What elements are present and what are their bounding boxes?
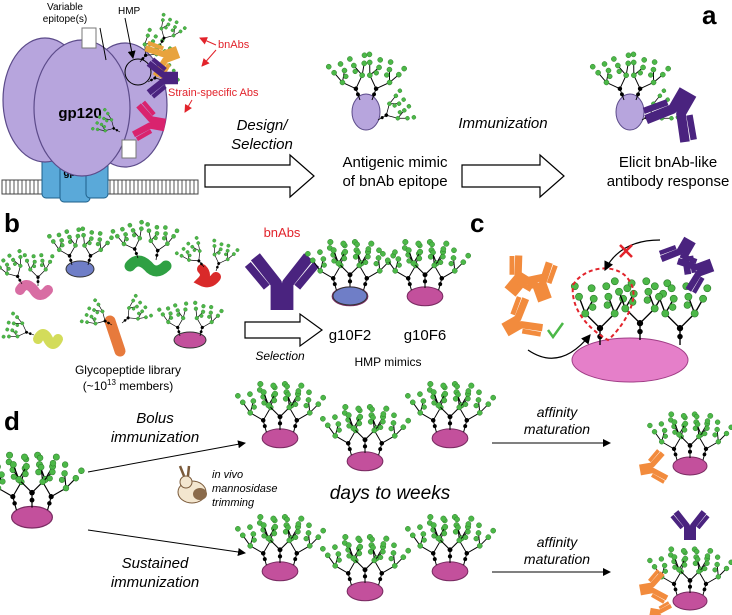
hmp-arrow (124, 17, 136, 59)
hmp-patch-outline (124, 58, 152, 86)
variable-epitope-label-1: Variable (47, 2, 83, 13)
panel-label-b: b (4, 208, 20, 238)
variable-epitope-box (121, 139, 137, 159)
affinity-label-top-1: affinity (537, 404, 578, 420)
bolus-label-2: immunization (111, 429, 199, 446)
variable-epitope-box (81, 27, 97, 49)
affinity-label-bottom-2: maturation (524, 551, 590, 567)
bnabs-arrow-1 (199, 37, 217, 46)
affinity-label-top-2: maturation (524, 421, 590, 437)
glycopeptide-particle (571, 337, 689, 383)
blocked-arrow (604, 239, 661, 272)
mimic-label-1: Antigenic mimic (342, 154, 448, 171)
hmp-mimics-label: HMP mimics (354, 355, 421, 369)
orange-antibody (494, 294, 545, 348)
block-x-icon (619, 244, 633, 258)
days-to-weeks-label: days to weeks (330, 483, 451, 504)
in-vivo-label-2: mannosidase (212, 483, 277, 495)
initial-glycopeptide (0, 452, 85, 528)
sustained-glycopeptide (405, 514, 497, 580)
sustained-label-1: Sustained (122, 555, 189, 572)
sustained-outcome-bnab (672, 512, 708, 540)
bolus-glycopeptide (235, 381, 327, 447)
strain-specific-arrow (184, 99, 193, 113)
sustained-glycopeptide (235, 514, 327, 580)
sustained-glycopeptide (320, 534, 412, 600)
bnabs-label-a: bnAbs (218, 39, 250, 51)
strain-specific-label: Strain-specific Abs (168, 87, 259, 99)
library-label-2: (~1013 members) (83, 378, 174, 393)
panel-label-c: c (470, 208, 484, 238)
g10f2-scaffold (332, 286, 368, 306)
g10f6-label: g10F6 (404, 327, 447, 344)
bolus-arrow (87, 440, 246, 473)
elicit-scaffold (615, 93, 645, 131)
sustained-arrow (87, 529, 246, 556)
hmp-label: HMP (118, 6, 141, 17)
immunization-label: Immunization (458, 115, 547, 132)
selection-label: Selection (255, 349, 305, 363)
bnabs-arrow-2 (201, 49, 217, 67)
library-member (109, 218, 180, 277)
affinity-label-bottom-1: affinity (537, 534, 578, 550)
bolus-label-1: Bolus (136, 410, 174, 427)
binding-arrow (527, 334, 591, 359)
sustained-label-2: immunization (111, 574, 199, 591)
elicit-label-1: Elicit bnAb-like (619, 154, 717, 171)
in-vivo-label-1: in vivo (212, 469, 243, 481)
bnabs-label-b: bnAbs (264, 225, 301, 240)
sustained-outcome-antibody (637, 570, 667, 606)
gp120-label: gp120 (58, 105, 101, 122)
elicited-bnab-antibody (641, 78, 713, 146)
variable-epitope-pointer (99, 27, 107, 61)
library-member (1, 310, 63, 349)
selection-arrow (244, 312, 324, 348)
elicit-label-2: antibody response (607, 173, 730, 190)
bolus-outcome-glycopeptide (647, 412, 732, 475)
mimic-label-2: of bnAb epitope (342, 173, 447, 190)
check-icon (546, 322, 565, 340)
library-member (174, 234, 241, 288)
panel-label-a: a (702, 0, 717, 30)
in-vivo-label-3: trimming (212, 497, 255, 509)
glycan-epitope-outline (571, 267, 635, 342)
g10f6-structure (380, 239, 472, 305)
library-member (0, 247, 55, 300)
library-member (156, 299, 225, 349)
design-label-2: Selection (231, 136, 293, 153)
bolus-glycopeptide (320, 404, 412, 470)
library-member (46, 225, 115, 278)
rabbit-icon (177, 465, 207, 504)
mimic-scaffold (351, 93, 381, 131)
immunization-arrow (461, 153, 565, 199)
variable-epitope-label-2: epitope(s) (43, 14, 87, 25)
panel-label-d: d (4, 406, 20, 436)
design-label-1: Design/ (237, 117, 290, 134)
library-member (79, 293, 155, 357)
design-selection-arrow (204, 153, 315, 199)
sustained-outcome-antibody (648, 600, 672, 615)
g10f2-label: g10F2 (329, 327, 372, 344)
selection-bnab-antibody (248, 257, 316, 310)
bolus-outcome-antibody (637, 450, 667, 486)
bolus-glycopeptide (405, 381, 497, 447)
library-label-1: Glycopeptide library (75, 363, 181, 377)
